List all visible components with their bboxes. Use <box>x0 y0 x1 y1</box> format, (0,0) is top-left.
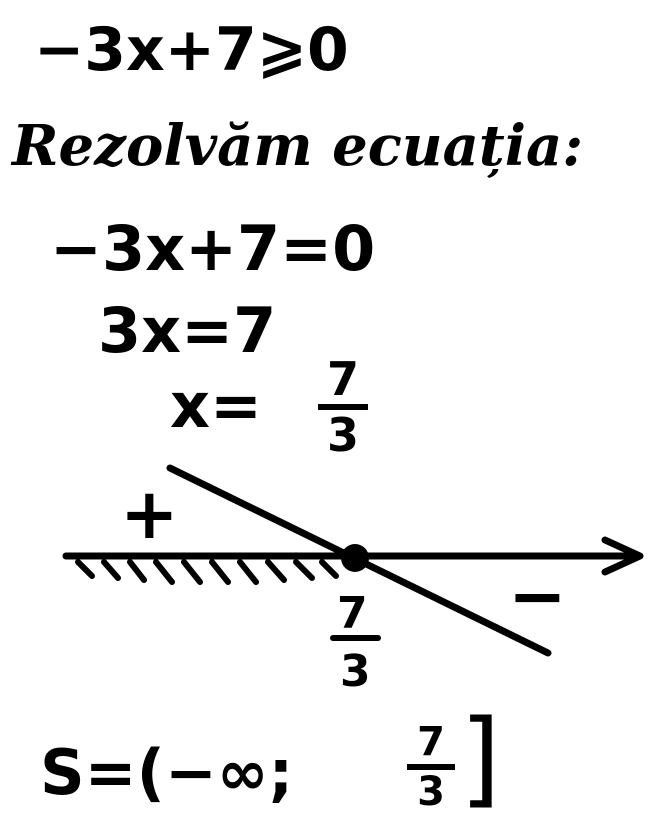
solution-close-bracket: ] <box>460 697 501 819</box>
step1-line: 3x=7 <box>98 294 277 367</box>
step2-fraction: 7 3 <box>318 356 368 458</box>
sign-diagram: + − 7 3 <box>62 464 644 697</box>
step2-denominator: 3 <box>326 408 359 462</box>
inequality-line: −3x+7⩾0 <box>34 15 349 85</box>
step2-lhs: x= <box>170 369 262 442</box>
plus-sign: + <box>120 473 179 555</box>
fraction-bar <box>318 404 368 410</box>
solution-fraction-bar <box>407 764 455 770</box>
heading-line: Rezolvăm ecuația: <box>12 113 583 179</box>
equation-line: −3x+7=0 <box>50 212 376 285</box>
solution-numerator: 7 <box>417 719 445 765</box>
hatching <box>75 559 339 585</box>
minus-sign: − <box>508 555 567 637</box>
axis-arrow-icon <box>601 536 644 576</box>
root-point <box>341 544 369 572</box>
solution-denominator: 3 <box>417 769 445 815</box>
solution-fraction: 7 3 <box>407 722 455 812</box>
step2-numerator: 7 <box>326 352 359 406</box>
root-numerator: 7 <box>337 588 368 639</box>
root-denominator: 3 <box>340 646 371 697</box>
solution-lhs: S=(−∞; <box>40 736 294 809</box>
